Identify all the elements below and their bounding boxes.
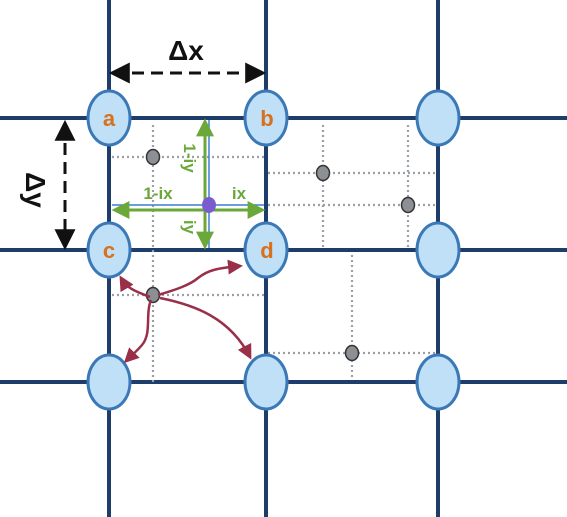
delta-x-label: Δx [168, 35, 204, 66]
node-label-c: c [103, 238, 115, 263]
node-c [86, 221, 132, 279]
particle-marker [145, 148, 161, 166]
node-label-a: a [103, 106, 116, 131]
node-top-right [415, 89, 461, 147]
node-bottom-mid [243, 353, 289, 411]
delta-y-label: Δy [20, 172, 51, 208]
label-iy: iy [180, 220, 199, 235]
scatter-arrows [119, 259, 252, 364]
node-b [243, 89, 289, 147]
label-one-minus-iy: 1-iy [180, 143, 199, 173]
interpolation-arrows [111, 118, 266, 250]
node-label-d: d [260, 238, 273, 263]
node-bottom-left [86, 353, 132, 411]
particle [202, 197, 216, 213]
node-bottom-right [415, 353, 461, 411]
node-a [86, 89, 132, 147]
particle-marker [344, 344, 360, 362]
particle-marker [400, 196, 416, 214]
particle-marker [315, 164, 331, 182]
label-ix: ix [232, 184, 247, 203]
grid-nodes [86, 89, 461, 411]
scatter-arrow-to-c [119, 275, 151, 299]
particle-crosshair [112, 120, 264, 248]
scatter-arrow-to-bottom-left [123, 299, 153, 364]
node-label-b: b [260, 106, 273, 131]
label-one-minus-ix: 1-ix [143, 184, 173, 203]
node-mid-right [415, 221, 461, 279]
particle-marker [145, 286, 161, 304]
scatter-arrow-to-d [157, 259, 243, 297]
scatter-arrow-to-bottom-mid [159, 296, 252, 360]
node-d [243, 221, 289, 279]
